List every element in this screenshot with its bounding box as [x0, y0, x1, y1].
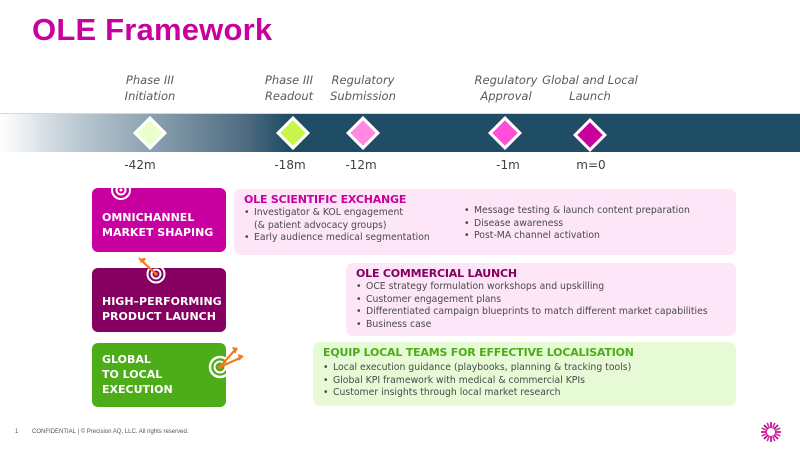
milestone-label-phase3-readout: Phase III Readout — [234, 72, 344, 104]
pillar-title-line: HIGH–PERFORMING — [102, 295, 222, 308]
card-equip-local-teams: EQUIP LOCAL TEAMS FOR EFFECTIVE LOCALISA… — [313, 342, 736, 406]
logo-ray — [773, 434, 779, 440]
card-heading: OLE SCIENTIFIC EXCHANGE — [244, 193, 407, 206]
pillar-title-line: PRODUCT LAUNCH — [102, 310, 216, 323]
milestone-label-line2: Readout — [264, 89, 314, 103]
milestone-time: m=0 — [576, 158, 606, 172]
bullet-item: Global KPI framework with medical & comm… — [323, 375, 726, 388]
card-bullet-list: Investigator & KOL engagement (& patient… — [244, 207, 464, 245]
bullet-item: Investigator & KOL engagement — [244, 207, 464, 220]
bullet-item: OCE strategy formulation workshops and u… — [356, 281, 726, 294]
pillar-title-line: MARKET SHAPING — [102, 226, 214, 239]
card-bullet-list: OCE strategy formulation workshops and u… — [356, 281, 726, 331]
bullet-item: Customer insights through local market r… — [323, 387, 726, 400]
milestone-label-line1: Phase III — [125, 73, 175, 87]
milestone-time: -12m — [345, 158, 377, 172]
card-bullet-list: Local execution guidance (playbooks, pla… — [323, 362, 726, 400]
pillar-title-line: TO LOCAL — [102, 368, 163, 381]
timeline-band-edge — [0, 113, 800, 114]
milestone-label-line1: Phase III — [264, 73, 314, 87]
milestone-label-line1: Regulatory — [331, 73, 395, 87]
logo-ray — [763, 434, 769, 440]
logo-ray — [771, 422, 776, 429]
milestone-label-launch: Global and Local Launch — [525, 72, 655, 104]
milestone-time: -42m — [124, 158, 156, 172]
card-ole-scientific-exchange: OLE SCIENTIFIC EXCHANGE Investigator & K… — [234, 189, 736, 255]
milestone-time: -18m — [274, 158, 306, 172]
card-bullet-list: Message testing & launch content prepara… — [464, 205, 690, 245]
footer: 1 CONFIDENTIAL | © Precision AQ, LLC. Al… — [15, 429, 189, 435]
milestone-label-line2: Initiation — [124, 89, 176, 103]
target-icon — [111, 186, 131, 200]
logo-ray — [766, 435, 771, 442]
card-heading: OLE COMMERCIAL LAUNCH — [356, 267, 517, 280]
card-ole-commercial-launch: OLE COMMERCIAL LAUNCH OCE strategy formu… — [346, 263, 736, 336]
bullet-item: Differentiated campaign blueprints to ma… — [356, 306, 726, 319]
page-number: 1 — [15, 429, 19, 435]
slide-title: OLE Framework — [32, 12, 273, 47]
logo-ray — [761, 427, 768, 432]
milestone-label-phase3-initiation: Phase III Initiation — [95, 72, 205, 104]
bullet-item: Post-MA channel activation — [464, 230, 690, 243]
logo-ray — [771, 435, 776, 442]
bullet-item: Message testing & launch content prepara… — [464, 205, 690, 218]
pillar-global-to-local-execution: GLOBAL TO LOCAL EXECUTION — [92, 343, 244, 407]
logo-ray — [763, 424, 769, 430]
logo-ray — [761, 432, 768, 437]
milestone-time: -1m — [496, 158, 520, 172]
bullet-item: Business case — [356, 319, 726, 332]
milestone-label-line1: Regulatory — [474, 73, 538, 87]
timeline-band — [0, 114, 800, 152]
bullet-item: Customer engagement plans — [356, 294, 726, 307]
milestone-label-line2: Launch — [569, 89, 611, 103]
pillar-title-line: EXECUTION — [102, 383, 173, 396]
pillar-omnichannel-market-shaping: OMNICHANNEL MARKET SHAPING — [92, 186, 226, 252]
milestone-label-regulatory-approval: Regulatory Approval — [451, 72, 561, 104]
pillar-title-line: GLOBAL — [102, 353, 151, 366]
logo-ray — [774, 427, 781, 432]
logo-ray — [766, 422, 771, 429]
target-with-arrow-icon — [138, 257, 166, 284]
confidential-notice: CONFIDENTIAL | © Precision AQ, LLC. All … — [32, 429, 189, 435]
card-heading: EQUIP LOCAL TEAMS FOR EFFECTIVE LOCALISA… — [323, 346, 634, 359]
milestone-label-regulatory-submission: Regulatory Submission — [308, 72, 418, 104]
milestone-label-line2: Submission — [330, 89, 396, 103]
logo-ray — [774, 432, 781, 437]
logo-ray — [773, 424, 779, 430]
bullet-item: Disease awareness — [464, 218, 690, 231]
target-with-arrows-icon — [208, 347, 244, 379]
pillar-title-line: OMNICHANNEL — [102, 211, 195, 224]
bullet-item: Local execution guidance (playbooks, pla… — [323, 362, 726, 375]
milestone-label-line1: Global and Local — [542, 73, 638, 87]
bullet-item-continuation: (& patient advocacy groups) — [254, 219, 387, 231]
bullet-item: Early audience medical segmentation — [244, 232, 464, 245]
pillar-high-performing-product-launch: HIGH–PERFORMING PRODUCT LAUNCH — [92, 257, 226, 332]
sunburst-logo-icon — [761, 422, 781, 442]
milestone-label-line2: Approval — [480, 89, 532, 103]
